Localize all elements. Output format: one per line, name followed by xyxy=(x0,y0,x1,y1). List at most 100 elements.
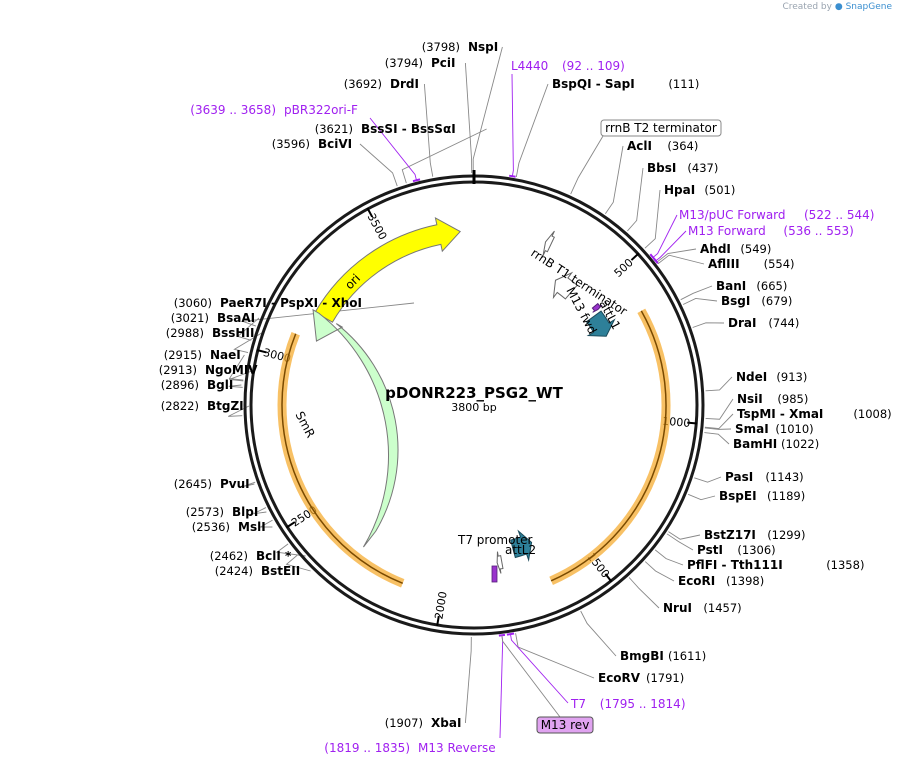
site-pflfi-tth111i[interactable]: PflFI - Tth111I(1358) xyxy=(687,558,864,572)
site-name: BbsI xyxy=(647,161,676,175)
box-leader xyxy=(501,635,561,718)
site-name: BtgZI xyxy=(207,399,244,413)
site-bcli[interactable]: BclI *(2462) xyxy=(210,549,292,563)
site-ngomiv[interactable]: NgoMIV(2913) xyxy=(159,363,259,377)
site-bsaai[interactable]: BsaAI(3021) xyxy=(171,311,255,325)
t7-promoter-label: T7 promoter xyxy=(457,533,533,547)
site-hpai[interactable]: HpaI(501) xyxy=(664,183,735,197)
rrnb-t1-terminator-feature[interactable] xyxy=(552,271,578,300)
site-name: MslI xyxy=(238,520,266,534)
site-ndei[interactable]: NdeI(913) xyxy=(736,370,807,384)
site-ecori[interactable]: EcoRI(1398) xyxy=(678,574,764,588)
credit-prefix: Created by xyxy=(782,2,832,12)
leader-line xyxy=(657,254,705,265)
primer-name: M13/pUC Forward xyxy=(679,208,786,222)
site-name: BssHII xyxy=(212,326,254,340)
site-tspmi-xmai[interactable]: TspMI - XmaI(1008) xyxy=(737,407,892,421)
site-afliii[interactable]: AflIII(554) xyxy=(708,257,795,271)
site-bmgbi[interactable]: BmgBI(1611) xyxy=(620,649,706,663)
site-pasi[interactable]: PasI(1143) xyxy=(725,470,804,484)
primer-leader xyxy=(510,634,569,704)
tick-3500 xyxy=(366,207,374,218)
site-blpi[interactable]: BlpI(2573) xyxy=(186,505,259,519)
m13-rev-box[interactable]: M13 rev xyxy=(536,716,594,734)
site-bstz17i[interactable]: BstZ17I(1299) xyxy=(704,528,805,542)
site-name: NspI xyxy=(468,40,498,54)
site-bsgi[interactable]: BsgI(679) xyxy=(721,294,792,308)
site-bsteii[interactable]: BstEII(2424) xyxy=(215,564,300,578)
site-bsshii[interactable]: BssHII (2988) xyxy=(166,326,255,340)
m13-rev-feature[interactable] xyxy=(491,565,498,583)
attl2-feature[interactable] xyxy=(509,529,533,562)
leader-line xyxy=(580,610,617,657)
site-position: (3692) xyxy=(344,77,382,91)
site-nspi[interactable]: NspI(3798) xyxy=(422,40,499,54)
site-acli[interactable]: AclI (364) xyxy=(627,139,698,153)
site-ahdi[interactable]: AhdI(549) xyxy=(700,242,771,256)
site-nrui[interactable]: NruI(1457) xyxy=(663,601,742,615)
site-name: SmaI xyxy=(735,422,769,436)
site-bbsi[interactable]: BbsI(437) xyxy=(647,161,718,175)
site-name: BspQI - SapI xyxy=(552,77,635,91)
site-position: (1791) xyxy=(646,671,684,685)
label-leader-lines xyxy=(228,46,734,739)
site-bgli[interactable]: BglI (2896) xyxy=(161,378,234,392)
primer-pbr322ori-f[interactable]: (3639 .. 3658)pBR322ori-F xyxy=(190,103,358,117)
site-xbai[interactable]: XbaI(1907) xyxy=(385,716,462,730)
attl1-feature[interactable] xyxy=(585,310,616,337)
leader-line xyxy=(687,493,716,501)
m13-fwd-feature[interactable] xyxy=(591,302,603,313)
site-name: NsiI xyxy=(737,392,763,406)
smr-feature[interactable] xyxy=(312,308,399,548)
site-btgzi[interactable]: BtgZI(2822) xyxy=(161,399,244,413)
leader-line xyxy=(228,354,245,381)
site-bamhi[interactable]: BamHI(1022) xyxy=(733,437,819,451)
primer-l4440[interactable]: L4440(92 .. 109) xyxy=(511,59,625,73)
primer-m13-reverse[interactable]: (1819 .. 1835)M13 Reverse xyxy=(324,741,495,755)
snapgene-credit: Created by ● SnapGene xyxy=(782,2,892,12)
site-naei[interactable]: NaeI(2915) xyxy=(164,348,241,362)
site-bani[interactable]: BanI(665) xyxy=(716,279,787,293)
site-position: (364) xyxy=(667,139,698,153)
site-position: (1907) xyxy=(385,716,423,730)
rrnb-t2-terminator-box[interactable]: rrnB T2 terminator xyxy=(600,119,722,137)
site-psti[interactable]: PstI(1306) xyxy=(697,543,776,557)
site-position: (501) xyxy=(704,183,735,197)
primer-range: (1795 .. 1814) xyxy=(600,697,686,711)
site-name: BamHI xyxy=(733,437,777,451)
site-paer7i-pspxi-xhoi[interactable]: PaeR7I - PspXI - XhoI(3060) xyxy=(174,296,362,310)
site-ecorv[interactable]: EcoRV(1791) xyxy=(598,671,684,685)
ori-feature[interactable] xyxy=(314,216,462,323)
site-name: PaeR7I - PspXI - XhoI xyxy=(220,296,362,310)
primer-t7[interactable]: T7(1795 .. 1814) xyxy=(570,697,686,711)
site-pcii[interactable]: PciI(3794) xyxy=(385,56,456,70)
site-position: (985) xyxy=(777,392,808,406)
site-bspqi-sapi[interactable]: BspQI - SapI(111) xyxy=(552,77,699,91)
site-name: BglI xyxy=(207,378,233,392)
leader-line xyxy=(627,167,644,232)
primer-m13-puc-forward[interactable]: M13/pUC Forward(522 .. 544) xyxy=(679,208,874,222)
site-smai[interactable]: SmaI(1010) xyxy=(735,422,814,436)
site-position: (2988) xyxy=(166,326,204,340)
site-msli[interactable]: MslI(2536) xyxy=(192,520,266,534)
t7-promoter-feature[interactable] xyxy=(496,551,504,574)
site-drdi[interactable]: DrdI(3692) xyxy=(344,77,419,91)
site-nsii[interactable]: NsiI (985) xyxy=(737,392,808,406)
rrnb-t2-terminator-feature[interactable] xyxy=(542,230,555,256)
site-bcivi[interactable]: BciVI(3596) xyxy=(272,137,352,151)
site-drai[interactable]: DraI(744) xyxy=(728,316,799,330)
leader-line xyxy=(275,543,306,557)
site-bspei[interactable]: BspEI(1189) xyxy=(719,489,805,503)
primer-m13-forward[interactable]: M13 Forward(536 .. 553) xyxy=(688,224,854,238)
site-bsssi-bsss-i[interactable]: BssSI - BssSαI(3621) xyxy=(315,122,456,136)
primer-leader xyxy=(511,73,514,177)
site-position: (2896) xyxy=(161,378,199,392)
leader-line xyxy=(515,633,595,679)
primer-leader xyxy=(652,214,678,258)
primer-range: (536 .. 553) xyxy=(783,224,853,238)
leader-line xyxy=(233,332,262,353)
leader-line xyxy=(644,561,675,582)
site-name: AclI xyxy=(627,139,652,153)
site-pvui[interactable]: PvuI(2645) xyxy=(174,477,250,491)
